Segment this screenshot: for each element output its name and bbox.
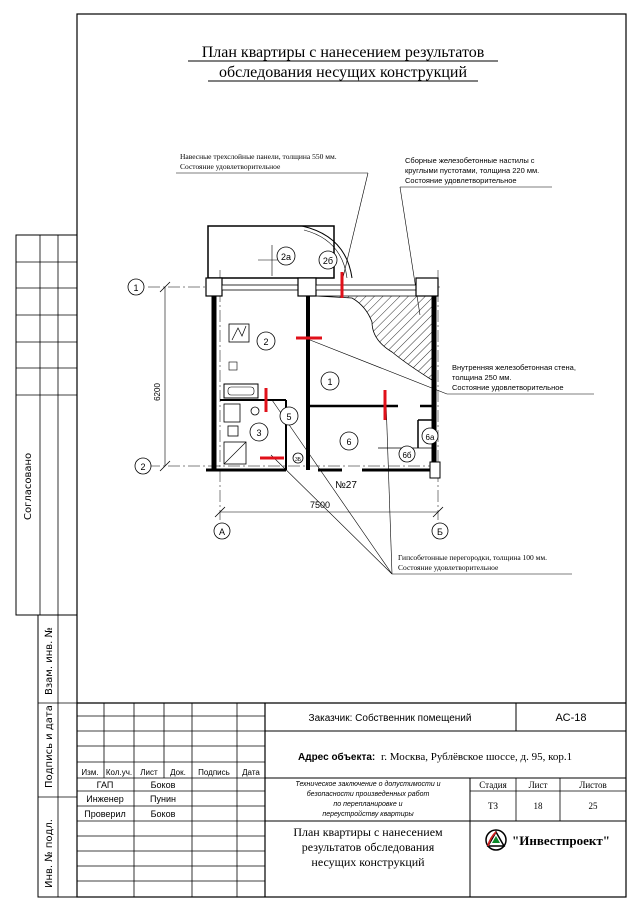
sheets-header: Листов <box>579 780 606 790</box>
address-label: Адрес объекта: <box>298 751 375 763</box>
note-inner-wall: Внутренняя железобетонная стена, толщина… <box>304 337 594 395</box>
side-soglasovano: Согласовано <box>23 453 34 520</box>
note-partitions: Гипсобетонные перегородки, толщина 100 м… <box>270 399 572 575</box>
address-value: г. Москва, Рублёвское шоссе, д. 95, кор.… <box>381 751 572 763</box>
col-data: Дата <box>242 768 260 777</box>
svg-text:Гипсобетонные перегородки, тол: Гипсобетонные перегородки, толщина 100 м… <box>398 553 547 562</box>
stage-header: Стадия <box>479 780 506 790</box>
room-5-label: 5 <box>286 412 291 422</box>
room-2a-label: 2а <box>281 252 291 262</box>
col-dok: Док. <box>170 768 186 777</box>
axis-1: 1 <box>133 283 138 293</box>
sheet-title-2: результатов обследования <box>302 840 435 854</box>
svg-text:Состояние удовлетворительное: Состояние удовлетворительное <box>180 162 281 171</box>
svg-text:круглыми пустотами, толщина 22: круглыми пустотами, толщина 220 мм. <box>405 166 539 175</box>
room-6-label: 6 <box>346 437 351 447</box>
col-podpis: Подпись <box>198 768 230 777</box>
room-3-label: 3 <box>256 428 261 438</box>
axis-B: Б <box>437 527 443 537</box>
doc-title-1: Техническое заключение о допустимости и <box>295 780 440 788</box>
col-izm: Изм. <box>81 768 98 777</box>
side-inv: Инв. № подл. <box>44 819 55 888</box>
name-checker: Боков <box>151 809 176 819</box>
dim-vertical: 6200 <box>153 383 162 401</box>
room-2b-label: 2б <box>323 256 333 266</box>
title-line2: обследования несущих конструкций <box>219 64 468 81</box>
svg-text:Сборные железобетонные настилы: Сборные железобетонные настилы с <box>405 156 535 165</box>
doc-title-3: по перепланировке и <box>333 801 402 808</box>
sheet-value: 18 <box>534 801 544 811</box>
name-gap: Боков <box>151 780 176 790</box>
svg-text:Состояние удовлетворительное: Состояние удовлетворительное <box>398 563 499 572</box>
room-1-label: 1 <box>327 377 332 387</box>
side-stamp: Согласовано Взам. инв. № Подпись и дата … <box>15 234 78 898</box>
svg-text:Внутренняя железобетонная стен: Внутренняя железобетонная стена, <box>452 363 576 372</box>
title-block: Изм. Кол.уч. Лист Док. Подпись Дата ГАП … <box>77 702 626 897</box>
axis-2: 2 <box>140 462 145 472</box>
dim-horizontal: 7500 <box>310 500 330 510</box>
doc-title-2: безопасности произведенных работ <box>307 790 430 798</box>
note-panels: Навесные трехслойные панели, толщина 550… <box>176 152 369 291</box>
sheet-header: Лист <box>529 780 548 790</box>
side-podpis: Подпись и дата <box>44 705 55 788</box>
role-engineer: Инженер <box>86 794 123 804</box>
axis-A: А <box>219 527 225 537</box>
room-2-label: 2 <box>263 337 268 347</box>
apartment-number: №27 <box>335 480 357 491</box>
sheets-value: 25 <box>589 801 599 811</box>
doc-title-4: переустройству квартиры <box>322 810 414 818</box>
company-logo-icon <box>485 829 507 851</box>
name-engineer: Пунин <box>150 794 176 804</box>
sheet-frame <box>76 13 627 898</box>
role-checker: Проверил <box>84 809 125 819</box>
defect-marks <box>260 272 387 460</box>
svg-text:Состояние удовлетворительное: Состояние удовлетворительное <box>405 176 517 185</box>
side-vzam: Взам. инв. № <box>44 627 55 695</box>
customer: Заказчик: Собственник помещений <box>309 712 472 724</box>
stage-value: ТЗ <box>488 801 498 811</box>
sheet-title-3: несущих конструкций <box>311 855 425 869</box>
sheet-code: АС-18 <box>556 712 587 724</box>
role-gap: ГАП <box>97 780 114 790</box>
col-koluch: Кол.уч. <box>106 768 132 777</box>
svg-text:Навесные трехслойные панели, т: Навесные трехслойные панели, толщина 550… <box>180 152 337 161</box>
svg-text:толщина 250 мм.: толщина 250 мм. <box>452 373 511 382</box>
fixture-label: 3Б <box>295 457 302 463</box>
svg-text:Состояние удовлетворительное: Состояние удовлетворительное <box>452 383 564 392</box>
floor-plan: 3Б 2а 2б 2 1 5 3 6 6а 6б №27 620 <box>127 225 449 540</box>
room-6b-label: 6б <box>402 451 411 460</box>
room-6a-label: 6а <box>426 433 435 442</box>
company-name: "Инвестпроект" <box>512 833 610 848</box>
title-line1: План квартиры с нанесением результатов <box>202 44 485 61</box>
col-list: Лист <box>140 768 158 777</box>
sheet-title-1: План квартиры с нанесением <box>293 825 443 839</box>
